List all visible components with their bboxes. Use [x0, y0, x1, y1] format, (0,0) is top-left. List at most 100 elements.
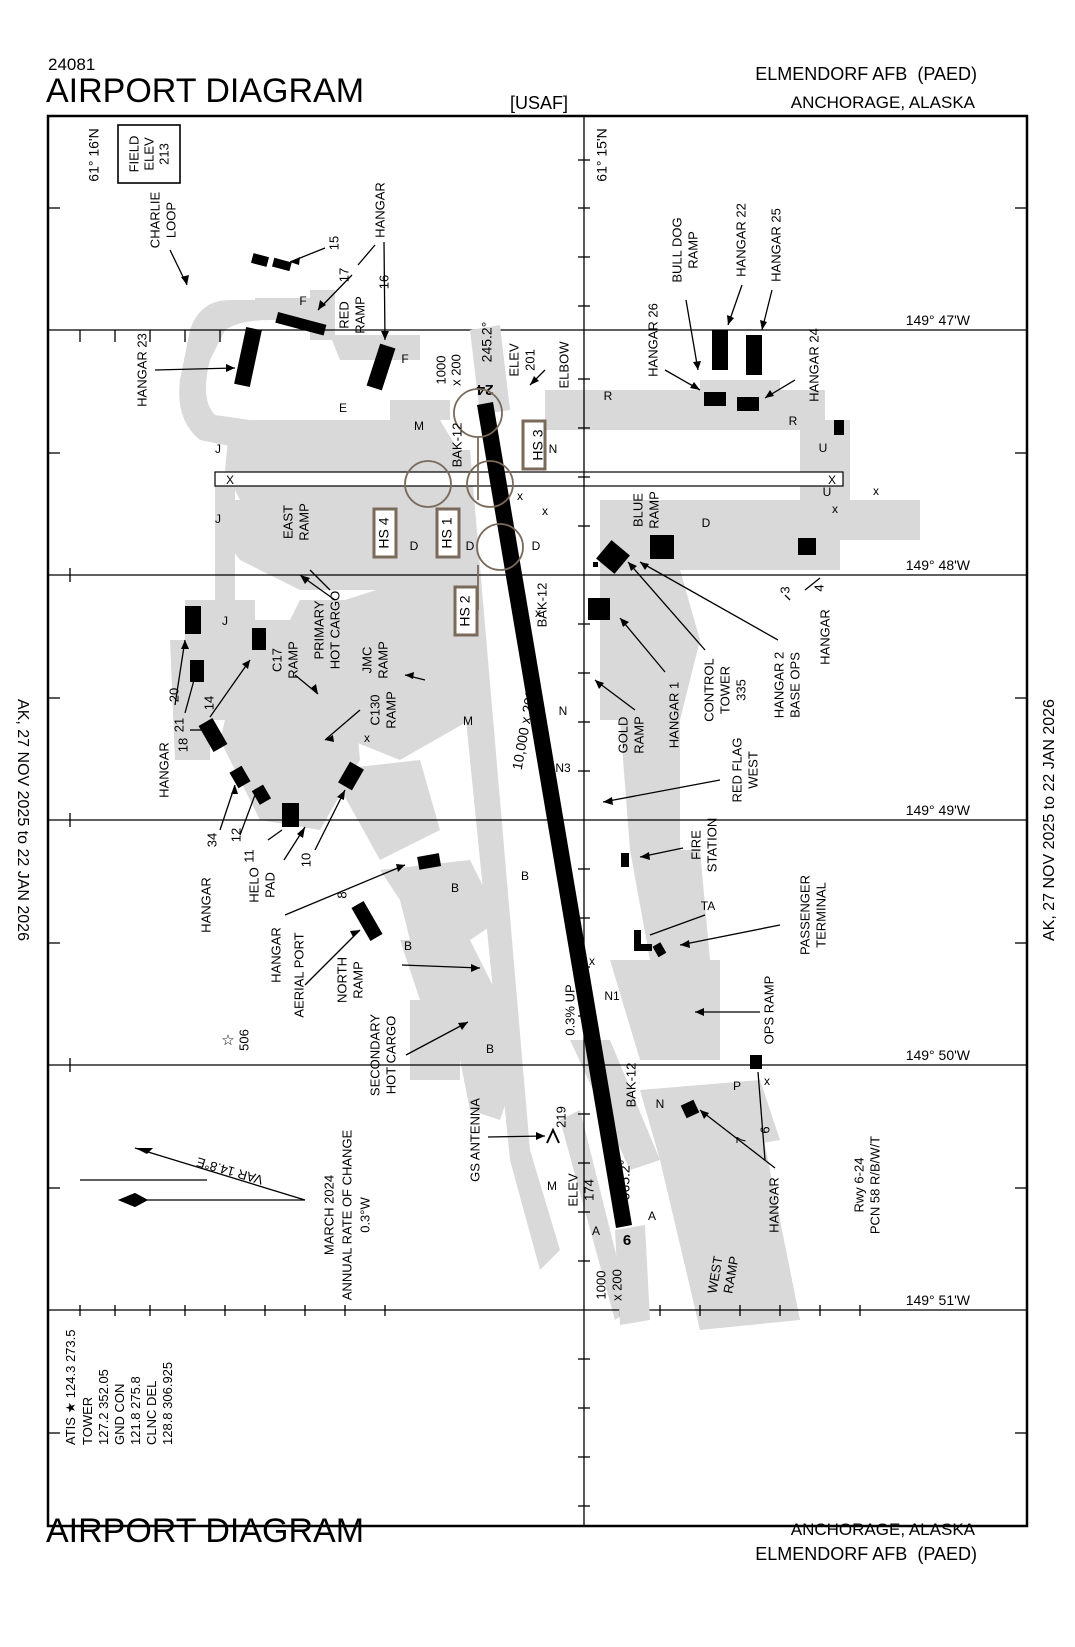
freq-tower-label: TOWER: [80, 1397, 95, 1445]
label-charlie-loop-2: LOOP: [163, 202, 178, 238]
taxiway-x-2: X: [828, 473, 836, 487]
runway-elev-sw-value: 174: [581, 1179, 596, 1201]
runway-overrun-ne-2: x 200: [448, 354, 463, 386]
label-hangar-sw: HANGAR: [198, 877, 213, 933]
taxiway-ta: TA: [701, 899, 715, 913]
label-blue-ramp-2: RAMP: [646, 491, 661, 529]
taxiway-a-2: A: [648, 1209, 656, 1223]
taxiway-a-1: A: [592, 1224, 600, 1238]
label-gs-antenna: GS ANTENNA: [467, 1098, 482, 1182]
footer-airport: ELMENDORF AFB (PAED): [755, 1544, 977, 1565]
taxiway-j-2: J: [215, 512, 221, 526]
label-hangar-1: HANGAR 1: [666, 682, 681, 748]
taxiway-j-1: J: [215, 442, 221, 456]
taxiway-p: P: [733, 1079, 741, 1093]
field-elev-value: 213: [156, 143, 171, 165]
longitude-147: 149° 47'W: [906, 312, 971, 328]
hangar-numbers: 15 17 16 20 21 18 14 34 12 11 10 8 3 4 7…: [166, 236, 826, 1144]
hangar-number-16: 16: [376, 275, 391, 289]
taxiway-j-3: J: [222, 614, 228, 628]
footer-airport-id: (PAED): [917, 1544, 977, 1564]
label-gs-elev: 219: [553, 1106, 568, 1128]
hangar-number-7: 7: [733, 1136, 748, 1143]
label-secondary-hot-cargo-2: HOT CARGO: [383, 1016, 398, 1095]
diagram-frame: [46, 114, 1029, 1528]
label-north-ramp-2: RAMP: [350, 961, 365, 999]
hangar-number-8: 8: [334, 891, 349, 898]
runway-pcn-2: PCN 58 R/B/W/T: [867, 1136, 882, 1234]
freq-clnc-label: CLNC DEL: [144, 1381, 159, 1445]
longitude-151: 149° 51'W: [906, 1292, 971, 1308]
x-markers: x x x x x x x x: [364, 484, 879, 1088]
label-passenger-terminal-1: PASSENGER: [797, 875, 812, 955]
label-west-ramp-2: RAMP: [720, 1255, 741, 1295]
airport-name: ELMENDORF AFB: [755, 64, 908, 84]
buildings: [185, 253, 844, 1119]
svg-text:x: x: [364, 731, 370, 745]
taxiway-e: E: [339, 401, 347, 415]
label-c130-ramp-1: C130: [367, 694, 382, 725]
taxiway-m-1: M: [414, 419, 424, 433]
gs-antenna-icon: [546, 1127, 560, 1144]
svg-text:x: x: [517, 489, 523, 503]
hangar-number-20: 20: [166, 688, 181, 702]
taxiway-d-1: D: [410, 539, 419, 553]
label-c17-ramp-1: C17: [269, 648, 284, 672]
label-west-ramp-1: WEST: [704, 1255, 725, 1295]
hangar-number-12: 12: [228, 828, 243, 842]
label-passenger-terminal-2: TERMINAL: [813, 882, 828, 948]
label-elbow: ELBOW: [556, 341, 571, 389]
label-red-ramp-2: RAMP: [352, 296, 367, 334]
overrun-ne: [470, 325, 510, 415]
label-jmc-ramp-1: JMC: [359, 647, 374, 674]
footer-airport-name: ELMENDORF AFB: [755, 1544, 908, 1564]
lat-lon-grid: [48, 116, 1027, 1526]
label-jmc-ramp-2: RAMP: [375, 641, 390, 679]
svg-text:x: x: [832, 502, 838, 516]
label-hangar-22: HANGAR 22: [733, 203, 748, 277]
taxiway-u-2: U: [823, 485, 832, 499]
runway-designator-6: 6: [623, 1232, 631, 1249]
taxiway-labels: F F E M M M J J J X X D D D D N N N N3 N…: [215, 294, 836, 1238]
svg-text:x: x: [589, 954, 595, 968]
label-hangar-west-ramp: HANGAR: [766, 1177, 781, 1233]
runway-elev-sw-label: ELEV: [565, 1173, 580, 1207]
hangar-number-34: 34: [204, 833, 219, 847]
label-gold-ramp-1: GOLD: [615, 717, 630, 754]
taxiway-f-1: F: [299, 294, 306, 308]
label-hangar-26: HANGAR 26: [645, 303, 660, 377]
freq-tower: 127.2 352.05: [96, 1369, 111, 1445]
label-hangar-25: HANGAR 25: [768, 208, 783, 282]
label-fire-station-2: STATION: [704, 818, 719, 872]
svg-text:x: x: [535, 606, 541, 620]
hangar-number-10: 10: [298, 853, 313, 867]
overrun-sw: [615, 1225, 650, 1325]
label-obstacle-elev: 506: [236, 1029, 251, 1051]
freq-gnd: 121.8 275.8: [128, 1376, 143, 1445]
frequencies: ATIS ★ 124.3 273.5 TOWER 127.2 352.05 GN…: [63, 1330, 175, 1445]
taxiway-b-2: B: [521, 869, 529, 883]
taxiway-n-2: N: [559, 704, 568, 718]
label-charlie-loop-1: CHARLIE: [147, 192, 162, 249]
label-variation: VAR 14.8°E: [194, 1154, 264, 1187]
validity-right: AK, 27 NOV 2025 to 22 JAN 2026: [1041, 699, 1058, 941]
longitude-148: 149° 48'W: [906, 557, 971, 573]
taxiway-f-2: F: [401, 352, 408, 366]
airport-name-header: ELMENDORF AFB (PAED): [755, 64, 977, 85]
label-rate-of-change-3: 0.3°W: [357, 1197, 372, 1233]
label-helo-pad-2: PAD: [262, 872, 277, 898]
label-control-tower-2: TOWER: [717, 666, 732, 714]
taxiway-m-2: M: [463, 714, 473, 728]
crossing-band: [214, 471, 844, 487]
longitude-150: 149° 50'W: [906, 1047, 971, 1063]
taxiway-r-2: R: [789, 414, 798, 428]
taxiway-b-4: B: [486, 1042, 494, 1056]
label-helo-pad-1: HELO: [246, 867, 261, 902]
label-ops-ramp: OPS RAMP: [761, 976, 776, 1045]
freq-atis: ATIS ★ 124.3 273.5: [63, 1330, 78, 1445]
label-control-tower-3: 335: [733, 679, 748, 701]
label-c17-ramp-2: RAMP: [285, 641, 300, 679]
label-rate-of-change-1: MARCH 2024: [321, 1175, 336, 1255]
taxiway-n1: N1: [604, 989, 620, 1003]
taxiway-u-1: U: [819, 441, 828, 455]
